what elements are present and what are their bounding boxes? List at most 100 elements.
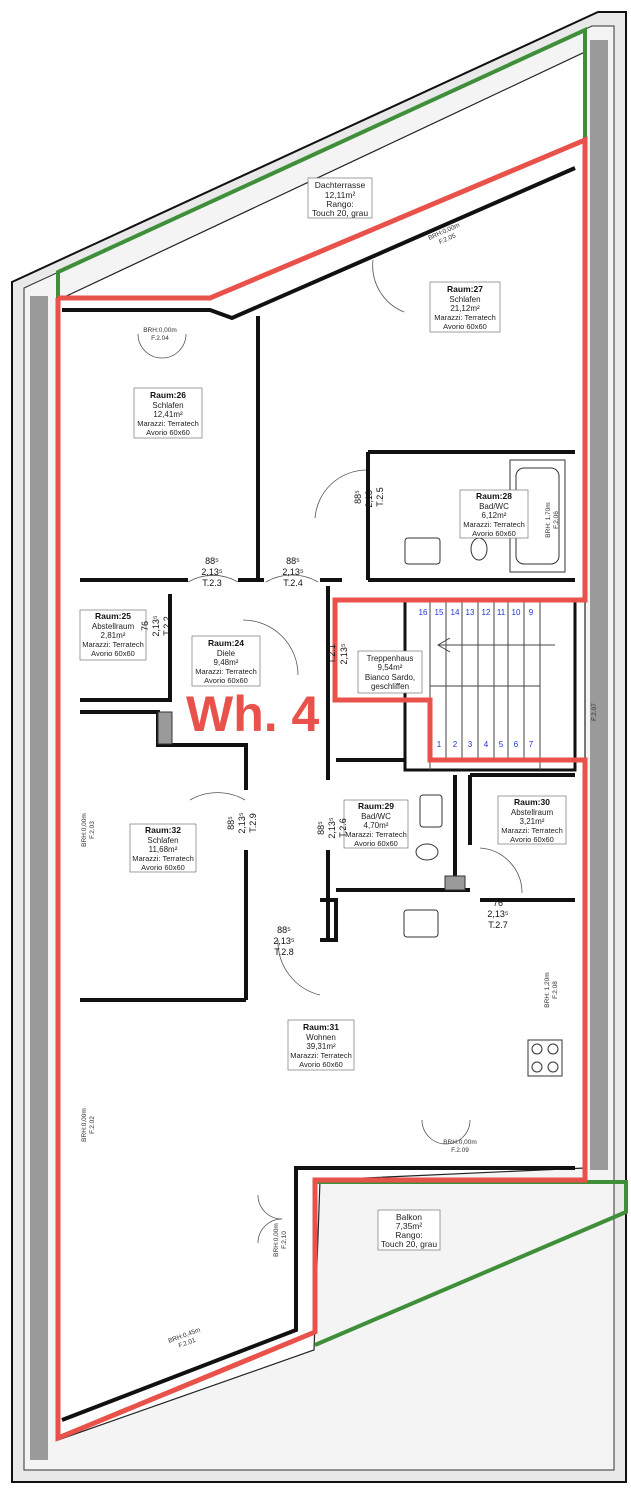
room-line: Marazzi: Terratech [434, 313, 496, 322]
window-line: F.2.08 [552, 981, 559, 999]
burner [547, 1061, 559, 1073]
door-line: 2,13⁵ [237, 812, 247, 834]
room-title: Raum:31 [303, 1022, 339, 1032]
window-label-f204: BRH:0,00m F.2.04 [143, 327, 177, 342]
window-label-f202: BRH:0,00m F.2.02 [81, 1108, 96, 1142]
toilet-28 [470, 537, 488, 561]
room-line: Bad/WC [479, 502, 509, 511]
room-line: Marazzi: Terratech [501, 826, 563, 835]
stair-core [403, 598, 577, 772]
room-title: Raum:28 [476, 491, 512, 501]
room-line: Wohnen [306, 1033, 336, 1042]
shaft [157, 711, 173, 745]
room-label-raum28: Raum:28 Bad/WC 6,12m² Marazzi: Terratech… [459, 489, 529, 539]
lower-step-numbers: 1 2 3 4 5 6 7 [437, 740, 534, 749]
step-number: 2 [453, 740, 458, 749]
room-line: 9,48m² [214, 658, 239, 667]
step-number: 15 [435, 608, 444, 617]
door-line: T.2.7 [488, 920, 508, 930]
window-line: F.2.07 [591, 703, 598, 721]
room-title: Raum:30 [514, 797, 550, 807]
step-number: 16 [419, 608, 428, 617]
room-line: Avorio 60x60 [354, 839, 398, 848]
room-label-raum32: Raum:32 Schlafen 11,68m² Marazzi: Terrat… [129, 823, 197, 873]
wall-terrace [62, 166, 576, 321]
room-line: Bad/WC [361, 812, 391, 821]
room-label-raum27: Raum:27 Schlafen 21,12m² Marazzi: Terrat… [429, 281, 501, 333]
room-line: 2,81m² [101, 631, 126, 640]
door-label-t25: 88⁵ 2,13⁵ T.2.5 [353, 486, 385, 508]
door-label-t28: 88⁵ 2,13⁵ T.2.8 [273, 925, 295, 957]
step-number: 4 [484, 740, 489, 749]
room-title: Raum:26 [150, 390, 186, 400]
room-line: Avorio 60x60 [472, 529, 516, 538]
room-line: 39,31m² [306, 1042, 336, 1051]
room-line: Diele [217, 649, 236, 658]
window-label-f203: BRH:0,00m F.2.03 [81, 813, 96, 847]
room-line: Treppenhaus [367, 654, 414, 663]
door-line: 88⁵ [277, 925, 291, 935]
room-line: Avorio 60x60 [91, 649, 135, 658]
door-line: 88⁵ [226, 816, 236, 830]
room-line: Abstellraum [92, 622, 135, 631]
window-line: BRH: 1,70m [545, 502, 552, 537]
door-line: 2,13⁵ [327, 817, 337, 839]
door-line: T.2.8 [274, 947, 294, 957]
upper-step-numbers: 16 15 14 13 12 11 10 9 [419, 608, 534, 617]
burner [547, 1043, 559, 1055]
door-line: 88⁵ [205, 556, 219, 566]
room-line: Dachterrasse [315, 180, 366, 190]
wall-wohnen-top [320, 898, 338, 942]
room-line: Marazzi: Terratech [195, 667, 257, 676]
window-line: F.2.04 [151, 335, 169, 342]
room-label-treppenhaus: Treppenhaus 9,54m² Bianco Sardo, geschli… [357, 650, 423, 694]
door-line: 2,13⁵ [364, 486, 374, 508]
room-label-raum29: Raum:29 Bad/WC 4,70m² Marazzi: Terratech… [343, 799, 409, 849]
door-line: T.2.6 [338, 818, 348, 838]
window-label-f206: BRH: 1,70m F.2.06 [545, 502, 560, 537]
window-line: F.2.06 [553, 511, 560, 529]
sink-hall [403, 909, 439, 938]
door-line: 2,13⁵ [487, 909, 509, 919]
room-line: Marazzi: Terratech [345, 830, 407, 839]
door-line: 2,13⁵ [339, 643, 349, 665]
door-label-t24: 88⁵ 2,13⁵ T.2.4 [282, 556, 304, 588]
room-line: Schlafen [147, 836, 178, 845]
room-line: geschliffen [371, 682, 409, 691]
door-label-t26: 88⁵ 2,13⁵ T.2.6 [316, 817, 348, 839]
room-line: 12,11m² [325, 190, 356, 200]
room-line: Marazzi: Terratech [463, 520, 525, 529]
room-line: Avorio 60x60 [146, 428, 190, 437]
step-number: 3 [468, 740, 473, 749]
room-line: 7,35m² [396, 1221, 423, 1231]
window-label-f208: BRH: 1,20m F.2.08 [544, 972, 559, 1007]
window-line: BRH:0,00m [81, 1108, 88, 1142]
door-label-t29: 88⁵ 2,13⁵ T.2.9 [226, 812, 258, 834]
stair-arrow [437, 637, 555, 653]
room-title: Raum:29 [358, 801, 394, 811]
room-labels: Dachterrasse 12,11m² Rango: Touch 20, gr… [79, 177, 567, 1251]
room-line: Rango: [326, 199, 353, 209]
stairwell: 16 15 14 13 12 11 10 9 1 2 3 4 5 6 7 [403, 598, 577, 772]
door-line: T.2.9 [248, 813, 258, 833]
room-line: Marazzi: Terratech [132, 854, 194, 863]
window-label-f210: BRH:0,00m F.2.10 [273, 1223, 288, 1257]
stair-steps [429, 600, 541, 770]
window-line: F.2.09 [451, 1147, 469, 1154]
room-label-raum26: Raum:26 Schlafen 12,41m² Marazzi: Terrat… [133, 387, 203, 439]
room-line: 9,54m² [378, 663, 403, 672]
door-line: 88⁵ [286, 556, 300, 566]
burner [531, 1061, 543, 1073]
room-line: 11,68m² [149, 845, 178, 854]
step-number: 12 [482, 608, 491, 617]
door-line: 76 [493, 898, 503, 908]
sink-28 [404, 537, 441, 565]
room-label-raum25: Raum:25 Abstellraum 2,81m² Marazzi: Terr… [79, 609, 147, 661]
step-number: 10 [512, 608, 521, 617]
step-number: 5 [499, 740, 504, 749]
door-label-t22: 76 2,13⁵ T.2.2 [140, 615, 172, 637]
step-number: 13 [466, 608, 475, 617]
toilet-29 [415, 843, 439, 861]
window-line: F.2.03 [89, 821, 96, 839]
